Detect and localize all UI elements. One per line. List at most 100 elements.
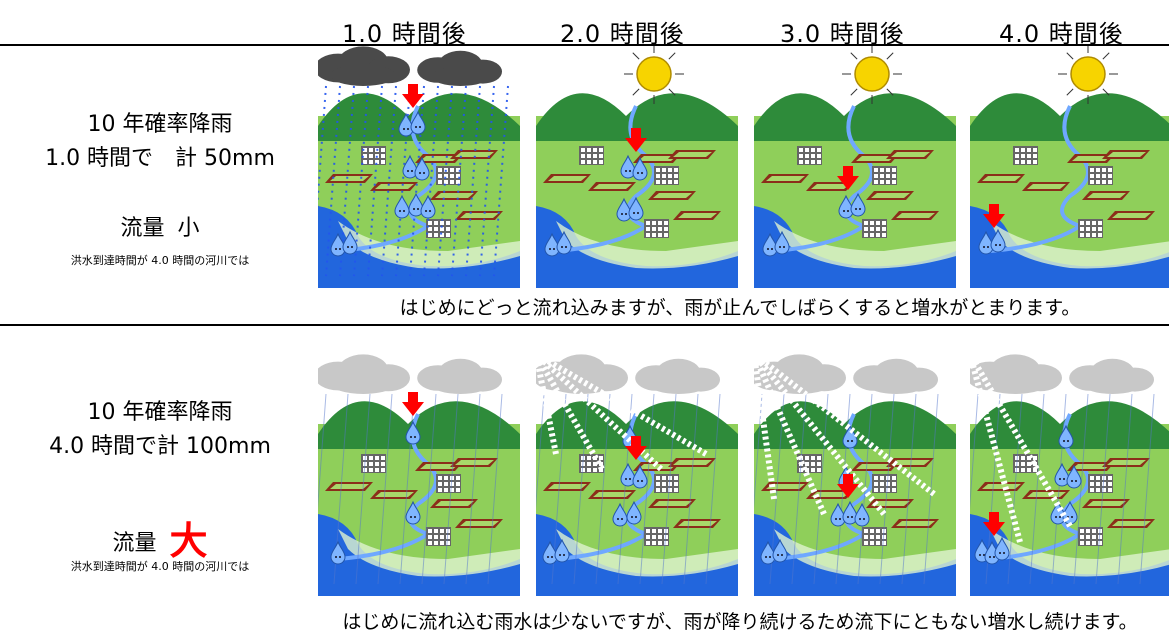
water-drop-icon <box>616 197 632 222</box>
scene-row2-hour2 <box>529 351 738 596</box>
rice-field-icon <box>415 462 463 471</box>
rice-field-icon <box>450 458 498 467</box>
rice-field-icon <box>648 191 696 200</box>
houses-icon <box>361 146 386 165</box>
rice-field-icon <box>977 174 1025 183</box>
header-hour-3: 3.0 時間後 <box>780 20 905 48</box>
rice-field-icon <box>886 150 934 159</box>
divider-middle <box>0 324 1169 326</box>
inflow-arrow-icon <box>967 353 1023 543</box>
header-hour-4: 4.0 時間後 <box>999 20 1124 48</box>
houses-icon <box>426 527 451 546</box>
houses-icon <box>1078 527 1103 546</box>
scenario1-flow-size: 小 <box>177 216 200 241</box>
rice-field-icon <box>806 182 854 191</box>
rice-field-icon <box>761 482 809 491</box>
rice-field-icon <box>673 519 721 528</box>
rice-field-icon <box>370 490 418 499</box>
water-drop-icon <box>838 194 854 219</box>
red-arrow-icon <box>837 474 859 498</box>
rice-field-icon <box>1102 150 1150 159</box>
red-arrow-icon <box>625 128 647 152</box>
water-drop-icon <box>850 192 866 217</box>
sun-icon <box>842 44 902 104</box>
houses-icon <box>654 474 679 493</box>
water-drop-icon <box>854 502 870 527</box>
scenario2-flow-size: 大 <box>169 519 208 563</box>
scenario1-note: 洪水到達時間が 4.0 時間の河川では <box>70 254 250 267</box>
mountain <box>536 93 738 141</box>
water-drop-icon <box>554 538 570 563</box>
scenario1-label: 10 年確率降雨 1.0 時間で 計 50mm <box>0 108 320 176</box>
inflow-arrow-icon <box>751 352 827 516</box>
water-drop-icon <box>994 536 1010 561</box>
rice-field-icon <box>648 499 696 508</box>
water-drop-icon <box>842 500 858 525</box>
rice-field-icon <box>543 174 591 183</box>
mountain <box>970 93 1169 141</box>
rice-field-icon <box>851 462 899 471</box>
water-drop-icon <box>1058 424 1074 449</box>
sea <box>536 514 738 596</box>
scene-row2-hour1 <box>311 354 520 596</box>
houses-icon <box>862 527 887 546</box>
scenario2-caption: はじめに流れ込む雨水は少ないですが、雨が降り続けるため流下にともない増水し続けま… <box>342 611 1138 633</box>
cloud-icon <box>314 354 410 394</box>
rice-field-icon <box>450 150 498 159</box>
water-drop-icon <box>394 194 410 219</box>
rice-field-icon <box>866 191 914 200</box>
water-drop-icon <box>1054 462 1070 487</box>
rice-field-icon <box>1022 490 1070 499</box>
houses-icon <box>1013 146 1038 165</box>
water-drop-icon <box>405 420 421 445</box>
water-drop-icon <box>420 194 436 219</box>
water-drop-icon <box>990 228 1006 253</box>
mountain <box>754 93 956 141</box>
scenario2-flow: 流量 大 <box>0 510 320 565</box>
water-drop-icon <box>556 230 572 255</box>
houses-icon <box>644 219 669 238</box>
water-drop-icon <box>1066 464 1082 489</box>
water-drop-icon <box>544 232 560 257</box>
rice-field-icon <box>1107 519 1155 528</box>
water-drop-icon <box>762 232 778 257</box>
rice-field-icon <box>668 150 716 159</box>
rice-field-icon <box>1082 499 1130 508</box>
water-drop-icon <box>402 154 418 179</box>
red-arrow-icon <box>402 84 424 108</box>
sea <box>970 514 1169 596</box>
rice-field-icon <box>1067 462 1115 471</box>
rice-field-icon <box>430 191 478 200</box>
cloud-icon <box>1069 358 1154 394</box>
sea <box>970 206 1169 288</box>
cloud-icon <box>314 46 410 86</box>
river <box>773 105 874 253</box>
rice-field-icon <box>668 458 716 467</box>
scene-row1-hour2 <box>536 44 738 288</box>
water-drop-icon <box>830 502 846 527</box>
rice-field-icon <box>588 182 636 191</box>
water-drop-icon <box>774 230 790 255</box>
houses-icon <box>872 166 897 185</box>
rice-field-icon <box>1022 182 1070 191</box>
scenario2-note: 洪水到達時間が 4.0 時間の河川では <box>70 560 250 573</box>
water-drop-icon <box>410 110 426 135</box>
rice-field-icon <box>1067 154 1115 163</box>
rice-field-icon <box>430 499 478 508</box>
rice-field-icon <box>761 174 809 183</box>
water-drop-icon <box>414 156 430 181</box>
water-drop-icon <box>330 232 346 257</box>
rice-field-icon <box>370 182 418 191</box>
red-arrow-icon <box>983 512 1005 536</box>
scene-row2-hour4 <box>963 352 1169 596</box>
water-drop-icon <box>620 154 636 179</box>
inflow-arrow-icon <box>751 353 777 500</box>
river <box>989 105 1090 253</box>
houses-icon <box>1078 219 1103 238</box>
scene-row1-hour4 <box>970 44 1169 288</box>
rice-field-icon <box>455 519 503 528</box>
header-hour-2: 2.0 時間後 <box>560 20 685 48</box>
scenario2-total: 4.0 時間で計 100mm <box>49 434 271 459</box>
rice-field-icon <box>1082 191 1130 200</box>
water-drop-icon <box>612 502 628 527</box>
